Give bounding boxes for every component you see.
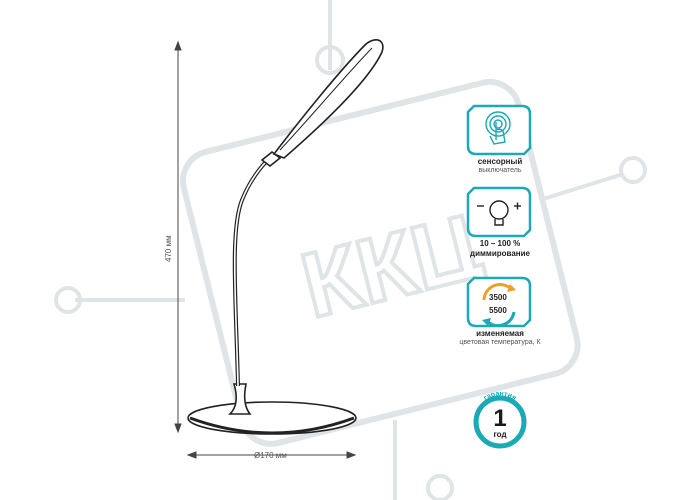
feature-dimming-label: 10 – 100 % <box>479 239 521 248</box>
lamp-neck <box>232 156 272 387</box>
warranty-badge: гарантия 1 год <box>473 391 527 449</box>
feature-touch-sublabel: выключатель <box>478 167 522 174</box>
temp-value-low: 5500 <box>489 306 507 315</box>
badge-touch <box>466 104 532 156</box>
height-dimension <box>174 40 182 434</box>
bulb-dimming-icon <box>477 200 521 226</box>
touch-finger-icon <box>485 111 511 145</box>
temp-value-high: 3500 <box>489 293 507 302</box>
lamp-base <box>187 383 357 435</box>
feature-touch-label: сенсорный <box>477 157 523 166</box>
warranty-number: 1 <box>493 405 506 432</box>
warranty-unit: год <box>493 430 506 439</box>
color-temperature-icon <box>482 283 516 328</box>
badge-dimming <box>466 186 532 238</box>
watermark-text: ККЦ <box>292 195 491 337</box>
feature-color-temp-sublabel: цветовая температура, К <box>459 339 541 346</box>
badge-color-temp: 3500 5500 <box>466 276 532 328</box>
height-label: 470 мм <box>164 235 173 262</box>
diameter-dimension <box>186 451 357 459</box>
warranty-arc-text: гарантия <box>483 391 518 403</box>
lamp-head <box>260 39 384 168</box>
diameter-label: Ø170 мм <box>254 451 287 460</box>
feature-dimming-sublabel: диммирование <box>470 249 530 258</box>
feature-color-temp-label: изменяемая <box>476 329 524 338</box>
